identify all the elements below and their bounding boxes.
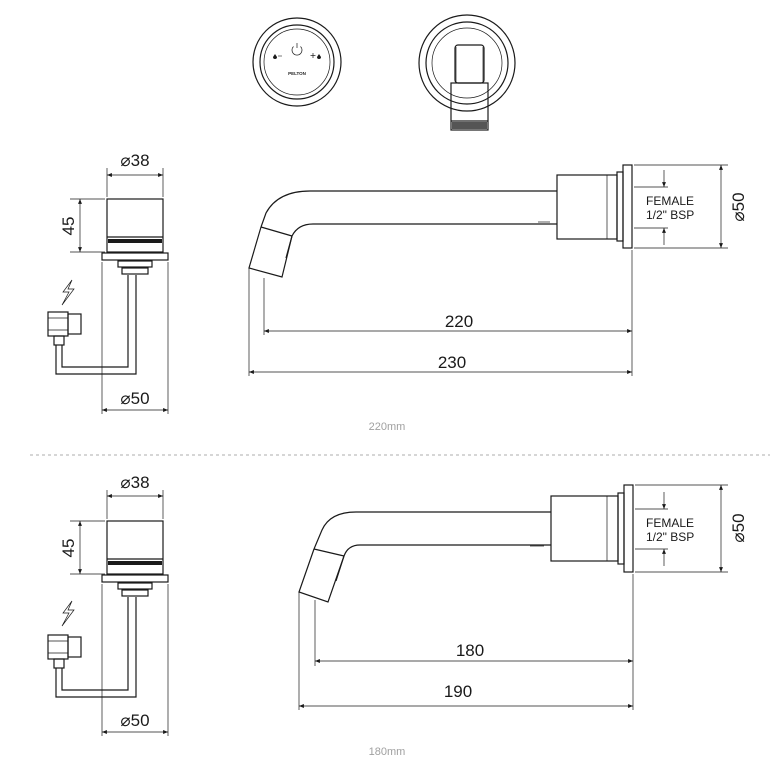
hot-water-icon (310, 53, 321, 59)
control-knob-front-view: PELTON (252, 17, 342, 107)
flange-diameter-dimension: ⌀50 (729, 513, 748, 542)
spout-side-view: FEMALE 1/2" BSP ⌀50 220 230 (248, 164, 748, 376)
view-220: ⌀38 45 ⌀50 FEMALE 1/ (47, 151, 748, 433)
connection-label-line2: 1/2" BSP (646, 208, 694, 222)
spout-side-view: FEMALE 1/2" BSP ⌀50 180 190 (298, 484, 748, 710)
variant-caption: 180mm (369, 746, 406, 758)
inner-length-dimension: 220 (445, 312, 473, 331)
spout-end-view (418, 14, 516, 131)
control-height-dimension: 45 (59, 217, 78, 236)
control-height-dimension: 45 (59, 539, 78, 558)
connection-label-line2: 1/2" BSP (646, 530, 694, 544)
base-diameter-dimension: ⌀50 (120, 389, 149, 408)
view-180: ⌀38 45 ⌀50 FEMALE 1/2" BSP (47, 473, 748, 758)
connection-label-line1: FEMALE (646, 516, 694, 530)
outer-length-dimension: 190 (444, 682, 472, 701)
control-diameter-dimension: ⌀38 (120, 473, 149, 492)
variant-caption: 220mm (369, 421, 406, 433)
connection-label-line1: FEMALE (646, 194, 694, 208)
lightning-icon (61, 279, 75, 306)
power-icon (291, 43, 303, 56)
control-diameter-dimension: ⌀38 (120, 151, 149, 170)
control-side-view: ⌀38 45 ⌀50 (47, 473, 169, 736)
flange-diameter-dimension: ⌀50 (729, 192, 748, 221)
base-diameter-dimension: ⌀50 (120, 711, 149, 730)
inner-length-dimension: 180 (456, 641, 484, 660)
outer-length-dimension: 230 (438, 353, 466, 372)
lightning-icon (61, 600, 75, 627)
cold-water-icon (273, 54, 282, 59)
brand-label: PELTON (288, 71, 306, 76)
control-side-view: ⌀38 45 ⌀50 (47, 151, 169, 414)
